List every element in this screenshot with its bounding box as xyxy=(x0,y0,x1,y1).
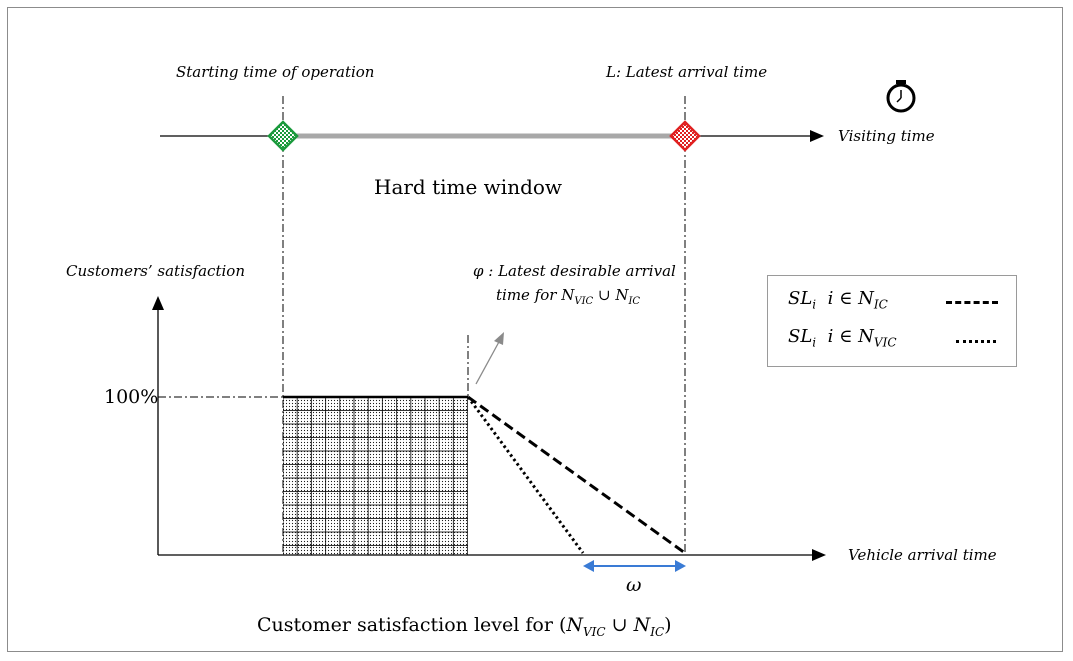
satisfaction-arrowhead xyxy=(152,296,164,310)
legend: SLi i ∈ NIC SLi i ∈ NVIC xyxy=(767,275,1017,367)
vic-decline-line xyxy=(466,396,585,554)
visiting-time-label: Visiting time xyxy=(838,127,935,145)
phi-pointer-head xyxy=(494,332,504,345)
legend-dashed-swatch xyxy=(946,301,998,304)
vehicle-arrival-arrowhead xyxy=(812,549,826,561)
legend-row-vic: SLi i ∈ NVIC xyxy=(788,326,897,350)
legend-dotted-swatch xyxy=(956,340,996,343)
omega-arrow-right xyxy=(675,560,686,572)
phi-pointer xyxy=(475,339,501,385)
start-marker xyxy=(267,120,299,152)
omega-label: ω xyxy=(626,574,642,596)
phi-label-line1: φ : Latest desirable arrival xyxy=(473,262,676,280)
latest-arrival-marker xyxy=(669,120,701,152)
figure-frame xyxy=(7,7,1063,652)
phi-label-line2: time for NVIC ∪ NIC xyxy=(496,286,641,307)
full-satisfaction-region-grid xyxy=(283,397,468,555)
hundred-percent-label: 100% xyxy=(104,386,159,408)
stopwatch-icon xyxy=(886,80,916,113)
hard-window-label: Hard time window xyxy=(374,175,563,199)
legend-row-ic: SLi i ∈ NIC xyxy=(788,288,888,312)
start-time-label: Starting time of operation xyxy=(176,63,375,81)
omega-arrow-left xyxy=(583,560,594,572)
caption: Customer satisfaction level for (NVIC ∪ … xyxy=(257,614,672,639)
latest-arrival-label: L: Latest arrival time xyxy=(606,63,768,81)
visiting-time-arrowhead xyxy=(810,130,824,142)
vehicle-arrival-label: Vehicle arrival time xyxy=(848,546,997,564)
ic-decline-line xyxy=(467,395,686,555)
customers-satisfaction-label: Customers’ satisfaction xyxy=(66,262,245,280)
